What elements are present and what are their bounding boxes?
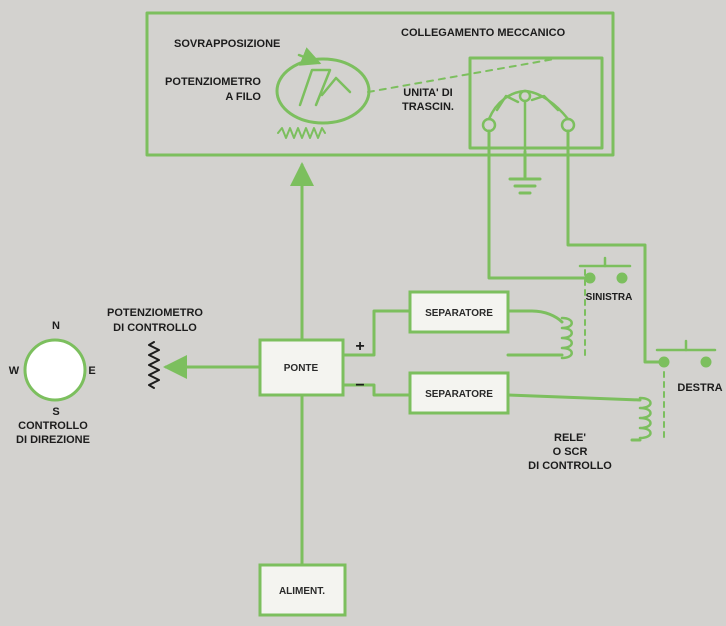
controllo-direzione-line1: CONTROLLO [18,420,88,432]
drive-unit-box [468,56,604,150]
compass-w: W [9,365,20,377]
motor-wire-right [566,129,662,364]
pot-filo-line1: POTENZIOMETRO [165,76,261,88]
resistor-icon [277,127,326,139]
rele-line2: O SCR [553,446,588,458]
switch-contact-icon [655,339,717,441]
pot-controllo-line2: DI CONTROLLO [113,322,197,334]
ponte-label: PONTE [284,363,319,374]
coil-wire-bottom [506,393,642,442]
collegamento-label: COLLEGAMENTO MECCANICO [401,27,566,39]
drive-enclosure [145,11,615,157]
rele-line1: RELE' [554,432,586,444]
compass-n: N [52,320,60,332]
compass-s: S [52,406,59,418]
ponte-box [258,338,345,397]
motor-wire-left [487,129,587,280]
plus-wire [341,309,412,357]
resistor-icon [148,341,160,389]
sinistra-label: SINISTRA [586,292,633,303]
relay-coil-icon [638,396,652,440]
sovrapposizione-label: SOVRAPPOSIZIONE [174,38,280,50]
minus-sign: − [355,377,364,394]
controllo-direzione-line2: DI DIREZIONE [16,434,90,446]
mechanical-link [367,57,561,93]
minus-wire [341,383,412,397]
relay-coil-icon [560,316,573,360]
motor-icon [481,89,576,154]
separatore-bottom-label: SEPARATORE [425,389,493,400]
rele-line3: DI CONTROLLO [528,460,612,472]
wire-potentiometer-icon [275,47,371,125]
separatore-top-box [408,290,510,334]
plus-sign: + [355,338,364,355]
unita-line1: UNITA' DI [403,87,452,99]
ground-icon [508,150,542,195]
unita-line2: TRASCIN. [402,101,454,113]
compass-e: E [88,365,95,377]
aliment-box [258,563,347,617]
pot-filo-line2: A FILO [225,91,261,103]
switch-contact-icon [578,256,632,359]
coil-wire-top [506,309,564,357]
separatore-top-label: SEPARATORE [425,308,493,319]
separatore-bottom-box [408,371,510,415]
pot-controllo-line1: POTENZIOMETRO [107,307,203,319]
destra-label: DESTRA [677,382,722,394]
compass-dial-icon [23,338,87,402]
aliment-label: ALIMENT. [279,586,325,597]
